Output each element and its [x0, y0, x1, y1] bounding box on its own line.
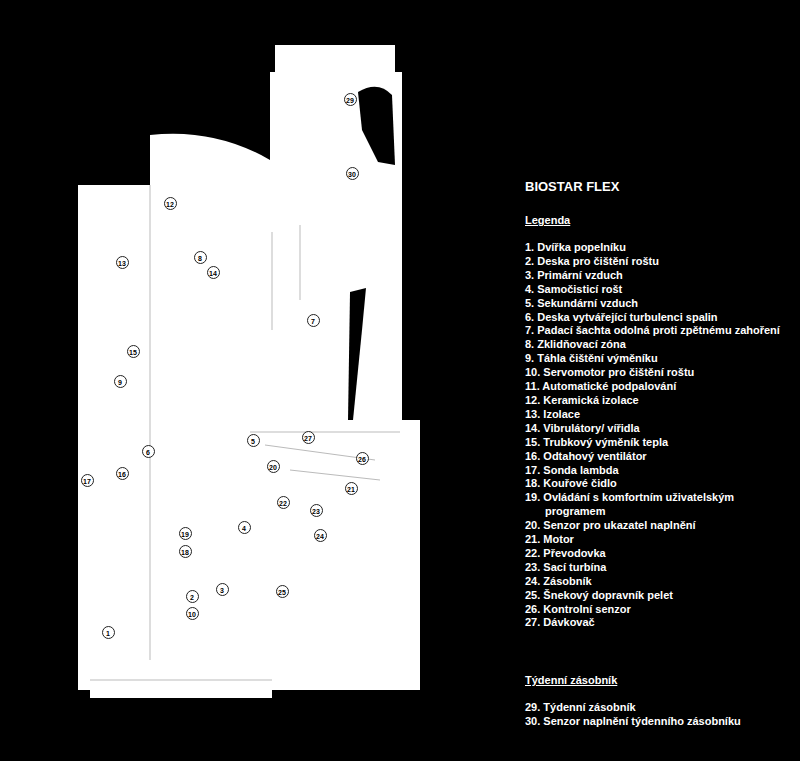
callout-number: 8	[194, 251, 207, 264]
callout-number: 22	[277, 496, 290, 509]
legend-item: 18. Kouřové čidlo	[525, 477, 793, 491]
legend-item: 29. Týdenní zásobník	[525, 701, 793, 715]
callout-number: 26	[356, 452, 369, 465]
callout-number: 17	[81, 474, 94, 487]
callout-number: 25	[276, 585, 289, 598]
legend-item: 20. Senzor pro ukazatel naplnění	[525, 519, 793, 533]
legend-item: 7. Padací šachta odolná proti zpětnému z…	[525, 324, 793, 338]
callout-number: 2	[186, 590, 199, 603]
legend-item: 19. Ovládání s komfortním uživatelským p…	[525, 491, 793, 519]
legend-item: 10. Servomotor pro čištění roštu	[525, 366, 793, 380]
boiler-body	[78, 45, 420, 698]
callout-number: 3	[216, 583, 229, 596]
callout-number: 21	[345, 482, 358, 495]
legend-item: 6. Deska vytvářející turbulenci spalin	[525, 311, 793, 325]
callout-number: 1	[102, 626, 115, 639]
callout-number: 29	[344, 93, 357, 106]
legend-item: 24. Zásobník	[525, 575, 793, 589]
callout-number: 12	[164, 197, 177, 210]
legend-heading: Týdenní zásobník	[525, 674, 617, 686]
callout-number: 18	[179, 545, 192, 558]
legend-item: 25. Šnekový dopravník pelet	[525, 589, 793, 603]
legend-item: 1. Dvířka popelníku	[525, 241, 793, 255]
legend-item: 23. Sací turbína	[525, 561, 793, 575]
legend-item: 12. Keramická izolace	[525, 394, 793, 408]
legend-list: 1. Dvířka popelníku2. Deska pro čištění …	[525, 241, 793, 630]
legend-item: 21. Motor	[525, 533, 793, 547]
callout-number: 13	[116, 256, 129, 269]
legend-item: 17. Sonda lambda	[525, 464, 793, 478]
callout-number: 5	[247, 434, 260, 447]
legend-item: 16. Odtahový ventilátor	[525, 450, 793, 464]
callout-number: 14	[207, 266, 220, 279]
legend-item: 9. Táhla čištění výměníku	[525, 352, 793, 366]
legend-item: 11. Automatické podpalování	[525, 380, 793, 394]
callout-number: 16	[116, 467, 129, 480]
callout-number: 20	[267, 460, 280, 473]
callout-number: 30	[346, 167, 359, 180]
legend-item: 27. Dávkovač	[525, 616, 793, 630]
callout-number: 19	[179, 527, 192, 540]
detail-lines	[90, 185, 400, 680]
callout-number: 24	[314, 529, 327, 542]
legend-item: 8. Zklidňovací zóna	[525, 338, 793, 352]
legend-item: 26. Kontrolní senzor	[525, 603, 793, 617]
legend-item: 2. Deska pro čištění roštu	[525, 255, 793, 269]
legend-item: 22. Převodovka	[525, 547, 793, 561]
legend-item: 5. Sekundární vzduch	[525, 297, 793, 311]
legend-list: 29. Týdenní zásobník30. Senzor naplnění …	[525, 701, 793, 729]
legend-heading: Legenda	[525, 214, 570, 226]
callout-number: 10	[186, 607, 199, 620]
legend-item: 30. Senzor naplnění týdenního zásobníku	[525, 715, 793, 729]
hopper-window	[358, 87, 395, 165]
callout-number: 23	[310, 504, 323, 517]
legend-item: 15. Trubkový výměník tepla	[525, 436, 793, 450]
diagram-title: BIOSTAR FLEX	[525, 179, 619, 194]
callout-number: 6	[142, 445, 155, 458]
legend-item: 4. Samočisticí rošt	[525, 283, 793, 297]
callout-number: 27	[302, 431, 315, 444]
callout-number: 7	[307, 314, 320, 327]
callout-number: 15	[127, 345, 140, 358]
legend-item: 13. Izolace	[525, 408, 793, 422]
callout-number: 9	[114, 375, 127, 388]
callout-number: 4	[238, 521, 251, 534]
legend-item: 14. Vibrulátory/ vířidla	[525, 422, 793, 436]
legend-item: 3. Primární vzduch	[525, 269, 793, 283]
drop-shaft	[348, 288, 366, 420]
